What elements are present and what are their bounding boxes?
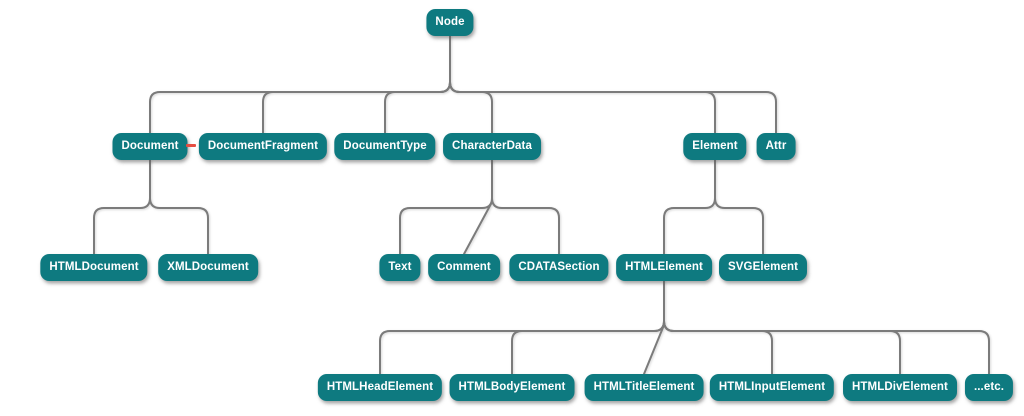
tree-node-text: Text <box>379 254 421 281</box>
tree-node-label: HTMLBodyElement <box>458 381 566 393</box>
tree-node-label: Attr <box>765 140 787 152</box>
tree-node-xmldocument: XMLDocument <box>158 254 258 281</box>
tree-node-label: DocumentFragment <box>207 140 319 152</box>
tree-node-svgelement: SVGElement <box>718 254 808 281</box>
tree-node-label: Node <box>435 16 465 28</box>
edge-node-document <box>149 35 451 134</box>
edge-htmlelement-htmlheadelement <box>379 280 665 375</box>
tree-node-label: HTMLElement <box>625 261 703 273</box>
edge-htmlelement-htmldivelement <box>663 280 901 375</box>
edge-characterdata-comment <box>463 201 493 255</box>
tree-node-label: SVGElement <box>727 261 799 273</box>
tree-node-label: ...etc. <box>973 381 1005 393</box>
tree-node-etc: ...etc. <box>964 374 1014 401</box>
tree-node-attr: Attr <box>756 133 796 160</box>
tree-node-htmldocument: HTMLDocument <box>40 254 148 281</box>
edge-node-characterdata <box>449 35 493 134</box>
tree-node-htmlbodyelement: HTMLBodyElement <box>449 374 575 401</box>
tree-node-cdatasection: CDATASection <box>509 254 609 281</box>
edge-htmlelement-htmlbodyelement <box>511 280 665 375</box>
tree-node-label: CharacterData <box>452 140 532 152</box>
tree-node-element: Element <box>683 133 747 160</box>
tree-node-label: XMLDocument <box>167 261 249 273</box>
tree-node-label: HTMLHeadElement <box>326 381 434 393</box>
tree-node-label: HTMLInputElement <box>718 381 826 393</box>
tree-node-label: Document <box>121 140 179 152</box>
edge-node-documenttype <box>384 35 451 134</box>
edge-document-htmldocument <box>93 159 151 255</box>
tree-node-documenttype: DocumentType <box>334 133 436 160</box>
tree-node-document: Document <box>112 133 188 160</box>
edge-htmlelement-etc <box>663 280 990 375</box>
tree-node-documentfragment: DocumentFragment <box>198 133 328 160</box>
tree-node-characterdata: CharacterData <box>443 133 541 160</box>
edge-htmlelement-htmlinputelement <box>663 280 773 375</box>
edge-element-svgelement <box>714 159 764 255</box>
tree-node-htmlheadelement: HTMLHeadElement <box>317 374 443 401</box>
tree-node-htmldivelement: HTMLDivElement <box>843 374 957 401</box>
edge-document-xmldocument <box>149 159 209 255</box>
red-dash-mark <box>186 144 196 147</box>
edge-characterdata-text <box>399 159 493 255</box>
tree-node-label: Text <box>388 261 412 273</box>
edge-node-element <box>449 35 716 134</box>
edge-htmlelement-htmltitleelement <box>643 324 665 375</box>
edge-node-documentfragment <box>262 35 451 134</box>
tree-node-label: HTMLDocument <box>49 261 139 273</box>
tree-node-comment: Comment <box>428 254 500 281</box>
tree-node-node: Node <box>426 9 474 36</box>
tree-node-label: CDATASection <box>518 261 600 273</box>
tree-node-htmlelement: HTMLElement <box>616 254 712 281</box>
edge-characterdata-cdatasection <box>491 159 560 255</box>
tree-node-label: Element <box>692 140 738 152</box>
edge-node-attr <box>449 35 777 134</box>
tree-node-label: Comment <box>437 261 491 273</box>
tree-node-label: DocumentType <box>343 140 427 152</box>
tree-node-label: HTMLTitleElement <box>593 381 695 393</box>
tree-node-label: HTMLDivElement <box>852 381 948 393</box>
tree-node-htmltitleelement: HTMLTitleElement <box>584 374 704 401</box>
edge-element-htmlelement <box>663 159 716 255</box>
tree-node-htmlinputelement: HTMLInputElement <box>709 374 835 401</box>
